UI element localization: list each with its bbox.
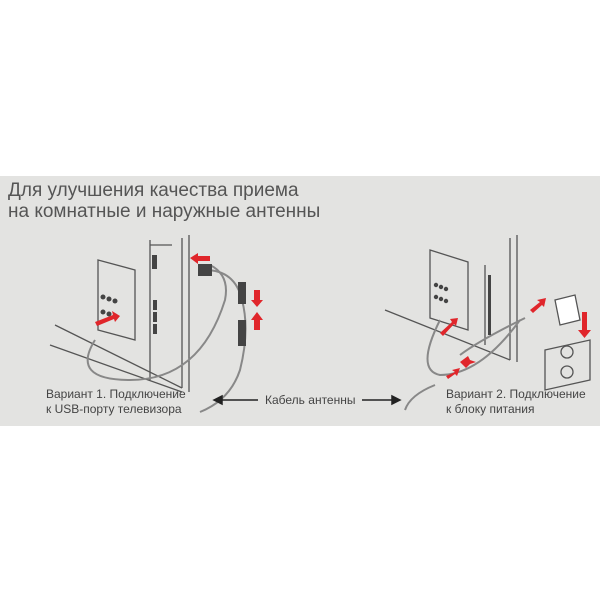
arrow-icon: [460, 356, 476, 368]
variant-2-line-2: к блоку питания: [446, 402, 535, 416]
title-line-1: Для улучшения качества приема: [8, 180, 299, 201]
arrow-icon: [95, 311, 120, 326]
variant-2-caption: Вариант 2. Подключение к блоку питания: [446, 387, 586, 417]
arrow-icon: [446, 368, 460, 379]
title-line-2: на комнатные и наружные антенны: [8, 201, 321, 222]
variant-2-line-1: Вариант 2. Подключение: [446, 387, 586, 401]
tv-right-illustration: [384, 235, 591, 411]
arrow-icon: [440, 318, 458, 336]
cable-label: Кабель антенны: [265, 393, 356, 407]
arrow-icon: [251, 290, 263, 307]
variant-1-line-2: к USB-порту телевизора: [46, 402, 182, 416]
tv-left-illustration: [49, 235, 247, 413]
arrow-icon: [190, 253, 210, 264]
arrow-icon: [578, 312, 591, 338]
cable-pointer-arrows: [212, 394, 402, 406]
red-arrows: [95, 253, 591, 379]
diagram-title: Для улучшения качества приема на комнатн…: [8, 180, 320, 222]
arrow-icon: [530, 298, 546, 313]
tv-ports-right: [433, 275, 491, 335]
variant-1-line-1: Вариант 1. Подключение: [46, 387, 186, 401]
tv-ports-left: [100, 255, 246, 346]
variant-1-caption: Вариант 1. Подключение к USB-порту телев…: [46, 387, 186, 417]
instruction-panel: [0, 176, 600, 426]
arrow-icon: [251, 312, 263, 330]
